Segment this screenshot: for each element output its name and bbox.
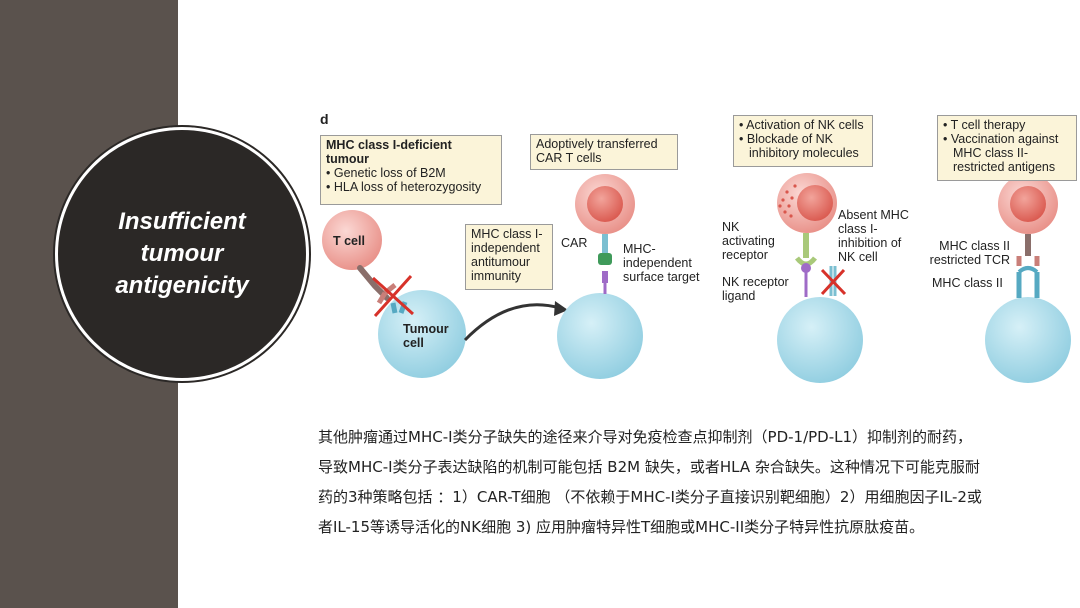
slide-title: Insufficient tumour antigenicity: [82, 206, 282, 302]
panel-3-item-1: Activation of NK cells: [739, 118, 867, 132]
mhc-remnant-1: [390, 301, 408, 314]
panel-4-drawing: [985, 174, 1071, 383]
tumour-cell-label: Tumour cell: [403, 322, 449, 350]
nk-granules: [778, 184, 797, 218]
figure-drawing: [322, 173, 1071, 383]
panel-4-item-1: T cell therapy: [943, 118, 1071, 132]
caption-line-2: 导致MHC-I类分子表达缺陷的机制可能包括 B2M 缺失，或者HLA 杂合缺失。…: [318, 458, 980, 476]
panel-4-box: T cell therapy Vaccination against MHC c…: [937, 115, 1077, 181]
panel-2-drawing: [557, 174, 643, 379]
car-t-nucleus: [587, 186, 623, 222]
surface-target-head: [602, 271, 608, 283]
surface-target-label: MHC-independent surface target: [623, 242, 700, 284]
panel-4-item-2: Vaccination against MHC class II-restric…: [943, 132, 1071, 174]
mhc-ii-label: MHC class II: [932, 276, 1003, 290]
t-cell-1: [322, 210, 382, 270]
t-cell-4-nucleus: [1010, 186, 1046, 222]
nk-ligand-stalk: [804, 271, 808, 297]
nk-nucleus: [797, 185, 833, 221]
transition-arrow: [463, 303, 561, 342]
panel-3-box: Activation of NK cells Blockade of NK in…: [733, 115, 873, 167]
tumour-cell-3: [777, 297, 863, 383]
mhc-ii-molecule: [1016, 272, 1040, 298]
nk-receptor-label: NK activating receptor: [722, 220, 775, 262]
nk-ligand-head: [801, 263, 811, 273]
panel-3-item-2: Blockade of NK inhibitory molecules: [739, 132, 867, 160]
tumour-cell-4: [985, 297, 1071, 383]
car-stalk: [602, 234, 608, 254]
panel-1-box-list: Genetic loss of B2M HLA loss of heterozy…: [326, 166, 496, 194]
car-label: CAR: [561, 236, 588, 250]
caption-line-1: 其他肿瘤通过MHC-I类分子缺失的途径来介导对免疫检查点抑制剂（PD-1/PD-…: [318, 428, 973, 446]
cross-mark-3: [820, 268, 847, 296]
mhc-ii-tcr-label: MHC class II restricted TCR: [929, 239, 1010, 267]
tcr-arms: [1016, 256, 1040, 266]
nk-ligand-label: NK receptor ligand: [722, 275, 789, 303]
panel-1-item-1: Genetic loss of B2M: [326, 166, 496, 180]
panel-letter: d: [320, 111, 329, 127]
caption-line-3: 药的3种策略包括 ：1）CAR-T细胞 （不依赖于MHC-I类分子直接识别靶细胞…: [318, 488, 982, 506]
surface-target-stalk: [603, 280, 607, 294]
arrow-head: [554, 301, 568, 316]
caption-line-4: 者IL-15等诱导活化的NK细胞 3) 应用肿瘤特异性T细胞或MHC-II类分子…: [318, 518, 925, 536]
panel-4-box-list: T cell therapy Vaccination against MHC c…: [943, 118, 1071, 174]
nk-activating-receptor: [803, 233, 809, 258]
t-cell-label: T cell: [333, 234, 365, 248]
mhc-ii-tcr: [1025, 234, 1031, 256]
title-line-3: antigenicity: [115, 272, 249, 299]
absent-mhc-label: Absent MHC class I-inhibition of NK cell: [838, 208, 909, 264]
panel-2-box: Adoptively transferred CAR T cells: [530, 134, 678, 170]
panel-3-drawing: [777, 173, 863, 383]
panel-1-box-title: MHC class I-deficient tumour: [326, 138, 452, 166]
mhc-ii-groove: [1017, 266, 1039, 274]
arrow-box: MHC class I-independent antitumour immun…: [465, 224, 553, 290]
caption-paragraph: 其他肿瘤通过MHC-I类分子缺失的途径来介导对免疫检查点抑制剂（PD-1/PD-…: [318, 422, 1038, 542]
cross-mark-1: [371, 274, 415, 318]
title-line-2: tumour: [140, 240, 224, 267]
panel-1-drawing: [322, 210, 466, 378]
tumour-cell-2: [557, 293, 643, 379]
panel-3-box-list: Activation of NK cells Blockade of NK in…: [739, 118, 867, 160]
panel-1-box: MHC class I-deficient tumour Genetic los…: [320, 135, 502, 205]
car-receptor: [598, 253, 612, 265]
title-line-1: Insufficient: [118, 208, 246, 235]
panel-1-item-2: HLA loss of heterozygosity: [326, 180, 496, 194]
mechanism-figure: d MHC class I-deficient tumour Genetic l…: [315, 108, 1080, 408]
title-circle: Insufficient tumour antigenicity: [55, 127, 309, 381]
